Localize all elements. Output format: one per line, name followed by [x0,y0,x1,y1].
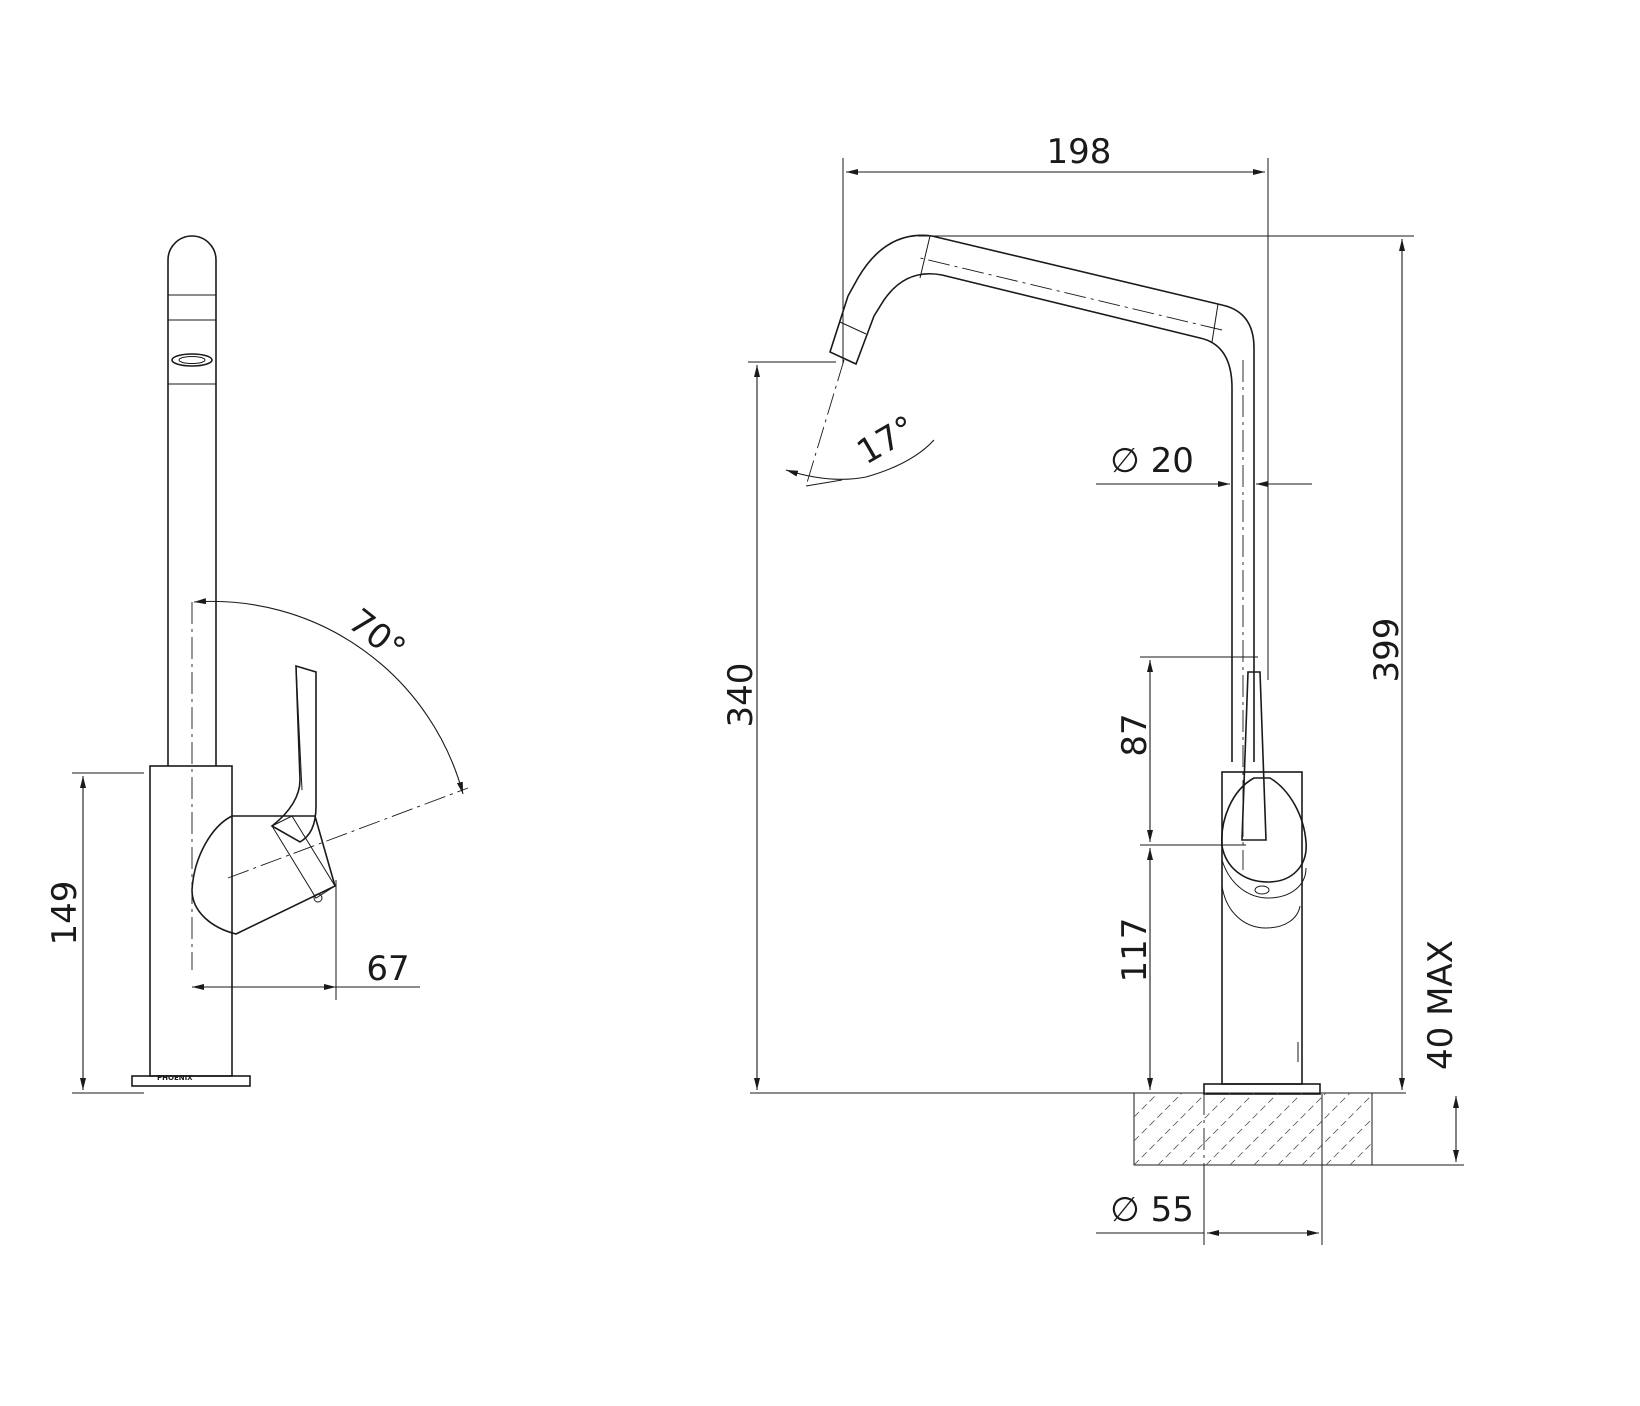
dim-outlet-height: 340 [721,663,761,728]
spout-centerline [919,257,1223,331]
bench-cross-section [1133,1092,1373,1166]
front-view: 198 399 340 17° ∅ 20 87 117 [721,132,1464,1245]
outlet-axis-line [805,359,845,487]
dim-body-height: 149 [45,881,85,946]
front-view-mixer-body [829,234,1321,1095]
dim-lower-body-height: 117 [1115,918,1155,983]
dim-handle-height: 87 [1115,713,1155,756]
dim-handle-angle: 70° [341,601,413,670]
dim-tube-diameter: ∅ 20 [1110,441,1194,481]
side-view-mixer-body [131,235,336,1087]
brand-mark: PHOENIX [157,1074,193,1082]
spout-angle-arc [785,439,935,480]
side-view: PHOENIX 149 67 70° [45,235,469,1094]
handle-axis-line [227,787,469,879]
handle-angle-arc [193,598,464,795]
dim-handle-projection: 67 [366,949,409,989]
dim-bench-thickness: 40 MAX [1421,940,1461,1070]
dim-spout-reach: 198 [1047,132,1112,172]
dim-base-diameter: ∅ 55 [1110,1190,1194,1230]
dim-spout-angle: 17° [850,408,922,473]
dim-overall-height: 399 [1367,618,1407,683]
